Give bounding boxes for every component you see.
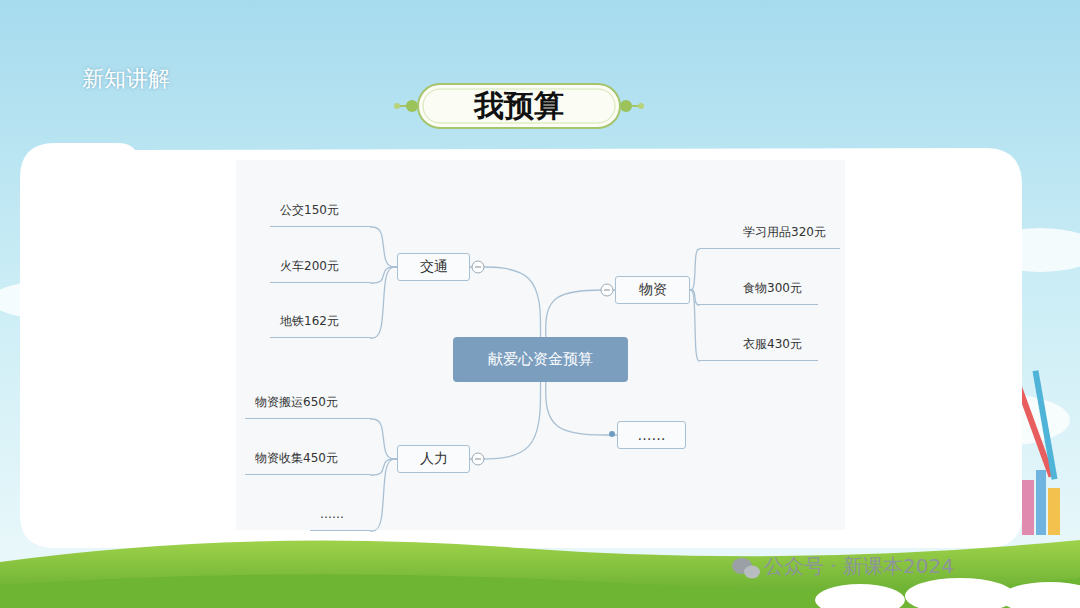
root-topic: 献爱心资金预算: [453, 337, 628, 382]
bottom-clouds: [815, 578, 1080, 608]
branch-connector: [370, 267, 397, 283]
branch-connector: [690, 290, 700, 305]
branch-connector: [470, 267, 541, 337]
collapse-button: [472, 453, 484, 465]
branch-connector: [546, 382, 617, 435]
topic-text: 物资搬运650元: [255, 394, 364, 410]
slide-title: 我预算: [474, 86, 564, 127]
branch-connector: [370, 419, 397, 459]
content-panel: [20, 143, 1022, 548]
leaf-topic: ……: [310, 504, 370, 531]
collapse-button: [601, 284, 613, 296]
leaf-topic: 物资搬运650元: [245, 392, 370, 419]
leaf-topic: 衣服430元: [700, 334, 818, 361]
branch-connector: [470, 382, 541, 459]
branch-dot: [609, 431, 615, 437]
topic-text: 物资收集450元: [255, 450, 364, 466]
collapse-button: [472, 261, 484, 273]
topic-text: 地铁162元: [280, 313, 364, 329]
title-pill-box: 我预算: [418, 84, 620, 128]
title-pill: [394, 84, 644, 128]
topic-text: 学习用品320元: [743, 224, 834, 240]
minus-sign: [604, 290, 610, 291]
branch-topic: 人力: [397, 445, 470, 473]
branch-topic: 物资: [615, 276, 690, 304]
branch-connector: [370, 267, 397, 338]
topic-text: ……: [320, 506, 364, 522]
topic-text: ……: [638, 427, 666, 443]
minus-sign: [475, 459, 481, 460]
branch-connector: [546, 290, 615, 337]
topic-text: 衣服430元: [743, 336, 812, 352]
branch-connector: [370, 459, 397, 531]
leaf-topic: 食物300元: [700, 278, 818, 305]
watermark: 公众号 · 新课本2024: [764, 553, 954, 580]
minus-sign: [475, 267, 481, 268]
branch-topic: 交通: [397, 253, 470, 281]
leaf-topic: 学习用品320元: [700, 222, 840, 249]
leaf-topic: 公交150元: [270, 200, 370, 227]
branch-connector: [690, 249, 700, 290]
topic-text: 交通: [420, 258, 448, 276]
branch-connector: [690, 290, 700, 361]
topic-text: 公交150元: [280, 202, 364, 218]
leaf-topic: 物资收集450元: [245, 448, 370, 475]
topic-text: 献爱心资金预算: [488, 350, 593, 369]
mindmap-ground: [236, 160, 845, 530]
leaf-topic: 地铁162元: [270, 311, 370, 338]
branch-connector: [370, 227, 397, 267]
topic-text: 人力: [420, 450, 448, 468]
topic-text: 火车200元: [280, 258, 364, 274]
leaf-topic: 火车200元: [270, 256, 370, 283]
section-tag: 新知讲解: [82, 64, 170, 94]
branch-connector: [370, 459, 397, 475]
wechat-icon: [732, 558, 760, 579]
topic-text: 物资: [639, 281, 667, 299]
topic-text: 食物300元: [743, 280, 812, 296]
branch-topic: ……: [617, 421, 686, 449]
